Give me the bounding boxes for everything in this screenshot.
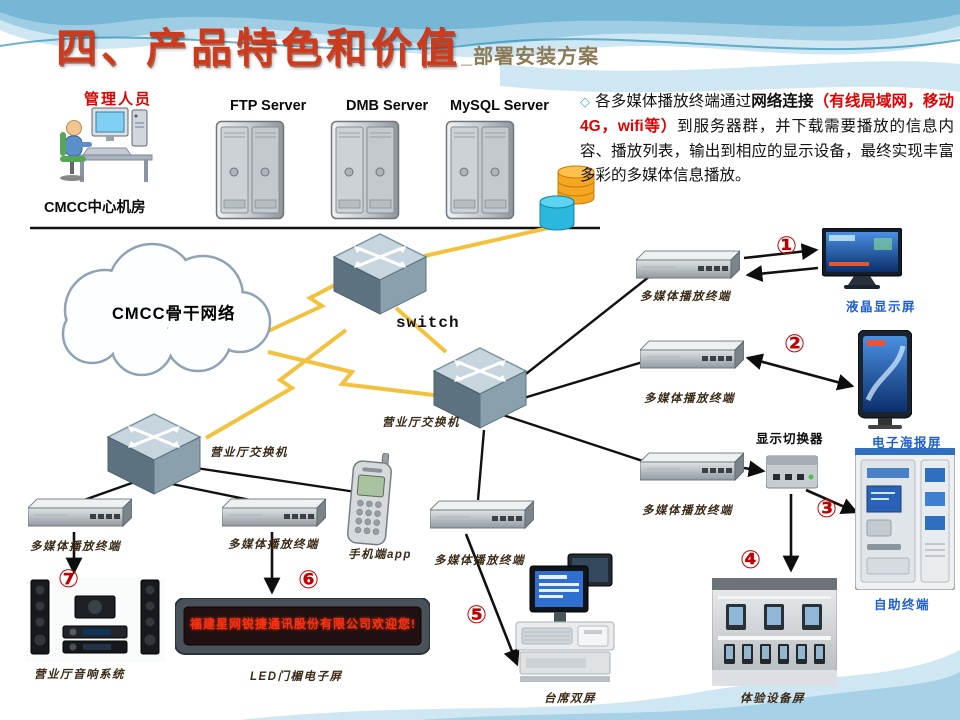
arrow-links [65,243,859,667]
hall-switch-left-icon [106,412,202,496]
bottom-wave-decoration [240,650,960,720]
mysql-server-icon [445,120,515,220]
terminal-1-icon [636,250,740,279]
terminal-6-icon [222,498,326,527]
display-switcher-label: 显示切换器 [756,432,824,446]
title-text: 四、产品特色和价值 [56,24,461,72]
intro-text-1: 各多媒体播放终端通过 [595,93,752,110]
display-switcher-icon [766,455,818,489]
intro-text-bold: 网络连接 [751,93,814,110]
terminal-2-icon [640,340,744,369]
backbone-cloud [61,242,272,377]
dmb-server-icon [330,120,400,220]
lcd-display-icon [822,228,902,290]
intro-text-red: （有线局域网，移动4G，wifi等） [580,93,954,135]
audio-system-icon [25,578,165,662]
ftp-server-icon [215,120,285,220]
dmb-server-label: DMB Server [346,98,429,114]
hall-switch-center-label: 营业厅交换机 [382,417,460,429]
terminal-3-icon [640,452,744,481]
page-title: 四、产品特色和价值 _部署安装方案 [56,14,599,74]
hall-switch-left-label: 营业厅交换机 [210,447,288,459]
step-4-badge: ④ [740,545,762,574]
step-1-badge: ① [776,231,798,260]
terminal-3-label: 多媒体播放终端 [642,505,733,517]
terminal-5-icon [28,498,132,527]
led-screen-label: LED门楣电子屏 [250,671,343,683]
experience-wall-label: 体验设备屏 [740,693,805,705]
subtitle-text: _部署安装方案 [461,46,600,68]
experience-wall-icon [712,578,837,686]
dual-screen-pos-icon [515,553,615,683]
ftp-server-label: FTP Server [230,98,307,114]
mysql-server-label: MySQL Server [450,98,549,114]
terminal-5-label: 多媒体播放终端 [30,541,121,553]
diamond-bullet-icon: ◇ [580,94,591,109]
terminal-1-label: 多媒体播放终端 [640,291,731,303]
mobile-phone-icon [346,450,394,547]
step-7-badge: ⑦ [58,564,80,593]
terminal-4-icon [430,500,534,529]
step-5-badge: ⑤ [466,600,488,629]
intro-text-2: 到服务器群，并下载需要播放的信息内容、播放列表，输出到相应的显示设备，最终实现丰… [580,117,954,185]
lcd-display-label: 液晶显示屏 [846,300,917,314]
step-3-badge: ③ [816,494,838,523]
core-switch-label: switch [396,314,460,332]
lightning-links [204,222,567,440]
description-paragraph: ◇ 各多媒体播放终端通过网络连接（有线局域网，移动4G，wifi等）到服务器群，并… [580,90,954,189]
terminal-6-label: 多媒体播放终端 [228,539,319,551]
self-service-kiosk-icon [855,448,955,590]
eposter-label: 电子海报屏 [872,436,943,450]
eposter-screen-icon [858,330,912,429]
dual-screen-label: 台席双屏 [544,693,596,705]
admin-workstation-icon [59,107,153,183]
top-wave-decoration [0,0,960,93]
terminal-2-label: 多媒体播放终端 [644,393,735,405]
audio-system-label: 营业厅音响系统 [34,669,125,681]
backbone-cloud-label: CMCC骨干网络 [112,305,236,323]
terminal-4-label: 多媒体播放终端 [434,555,525,567]
kiosk-label: 自助终端 [874,598,931,612]
datacenter-room-label: CMCC中心机房 [44,200,146,216]
step-6-badge: ⑥ [298,565,320,594]
core-switch-icon [332,232,428,316]
step-2-badge: ② [784,329,806,358]
admin-label: 管理人员 [84,91,153,108]
phone-app-label: 手机端app [348,549,412,561]
led-marquee-text: 福建星网锐捷通讯股份有限公司欢迎您! [190,617,416,631]
